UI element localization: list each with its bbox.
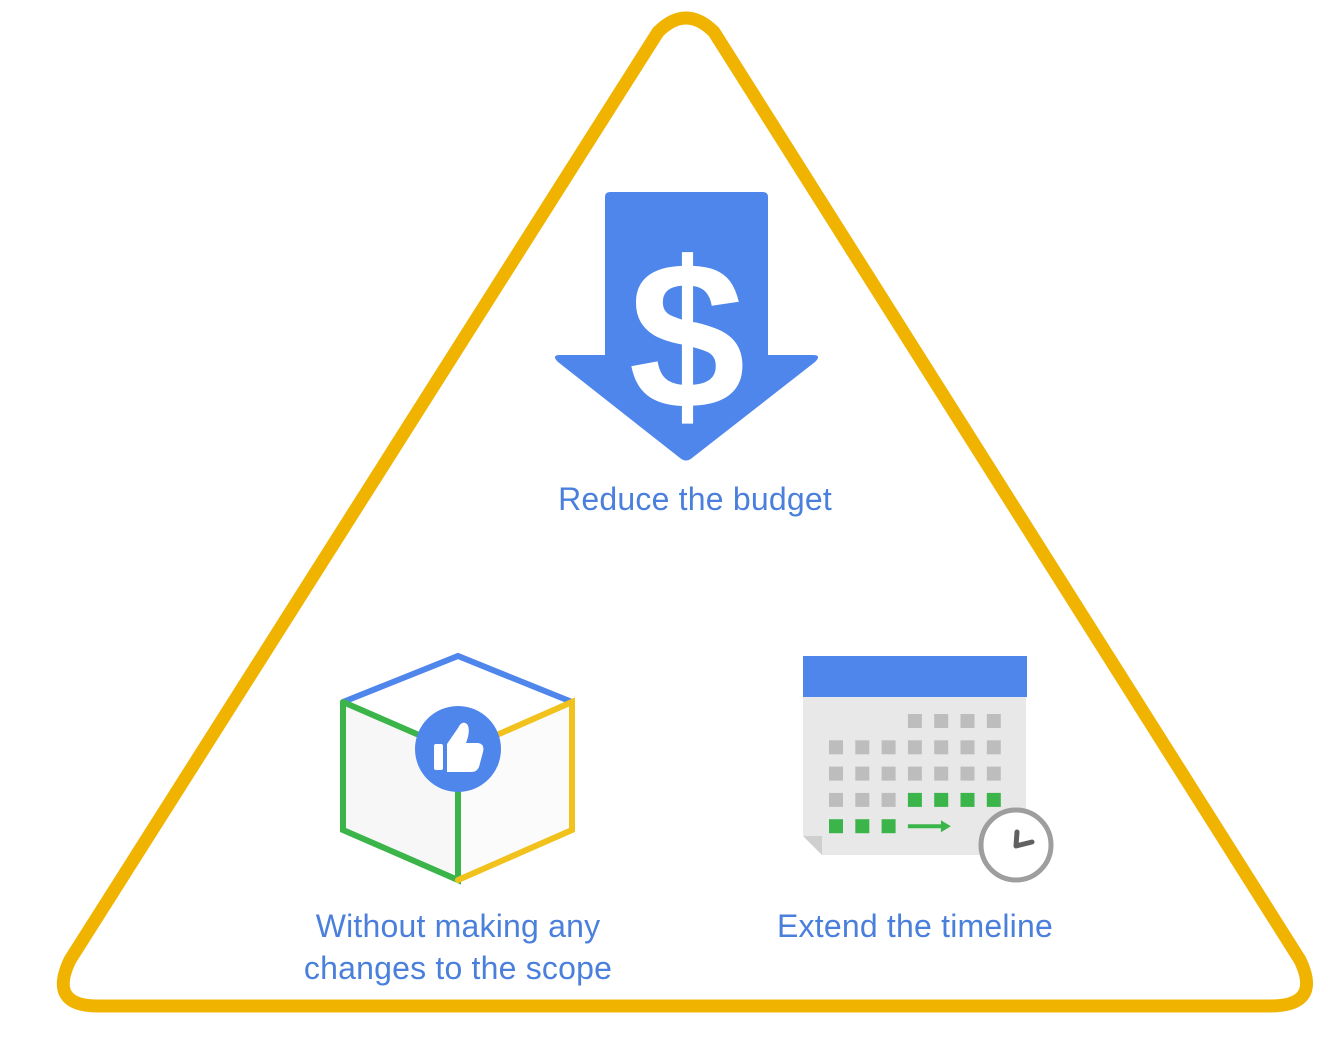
calendar-day-cell (855, 766, 870, 781)
dollar-down-arrow-icon: $ (554, 192, 819, 461)
calendar-day-cell (934, 714, 949, 728)
calendar-day-cell (829, 740, 843, 755)
calendar-day-cell (986, 714, 1001, 728)
calendar-day-cell (986, 792, 1001, 807)
thumbs-up-icon (434, 722, 484, 772)
calendar-day-cell (960, 740, 975, 755)
calendar-day-cell (960, 792, 975, 807)
calendar-day-cell (881, 766, 896, 781)
calendar-day-cell (934, 792, 949, 807)
calendar-page-curl (803, 836, 822, 855)
cube-thumbs-up-icon (340, 652, 575, 885)
calendar-day-cell (934, 740, 949, 755)
calendar-day-cell (986, 740, 1001, 755)
scope-label-line2: changes to the scope (303, 950, 613, 986)
calendar-day-cell (829, 819, 843, 834)
calendar-day-cell (829, 766, 843, 781)
calendar-day-cell (960, 714, 975, 728)
calendar-header (803, 656, 1027, 697)
scope-label: Without making any changes to the scope (208, 905, 708, 989)
clock-icon (978, 807, 1054, 883)
calendar-day-cell (907, 714, 922, 728)
calendar-day-cell (881, 819, 896, 834)
calendar-day-cell (907, 792, 922, 807)
calendar-day-cell (986, 766, 1001, 781)
calendar-day-cell (881, 792, 896, 807)
calendar-day-cell (907, 766, 922, 781)
calendar-day-cell (855, 740, 870, 755)
calendar-grid (829, 714, 1001, 834)
scope-label-line1: Without making any (315, 908, 601, 944)
cube-edge-top (340, 652, 575, 705)
budget-label: Reduce the budget (558, 481, 832, 517)
calendar-day-cell (855, 819, 870, 834)
calendar-day-cell (960, 766, 975, 781)
calendar-day-cell (934, 766, 949, 781)
calendar-day-cell (907, 740, 922, 755)
calendar-extend-arrow (907, 820, 951, 833)
calendar-day-cell (881, 740, 896, 755)
timeline-label: Extend the timeline (777, 908, 1053, 944)
triangle-outline (56, 11, 1314, 1013)
down-arrow-shape (554, 192, 819, 461)
calendar-day-cell (829, 792, 843, 807)
cube-edge-right (455, 697, 575, 883)
dollar-sign: $ (629, 218, 746, 453)
clock-hands (1013, 829, 1035, 849)
calendar-day-cell (855, 792, 870, 807)
calendar-clock-icon (803, 656, 1054, 883)
